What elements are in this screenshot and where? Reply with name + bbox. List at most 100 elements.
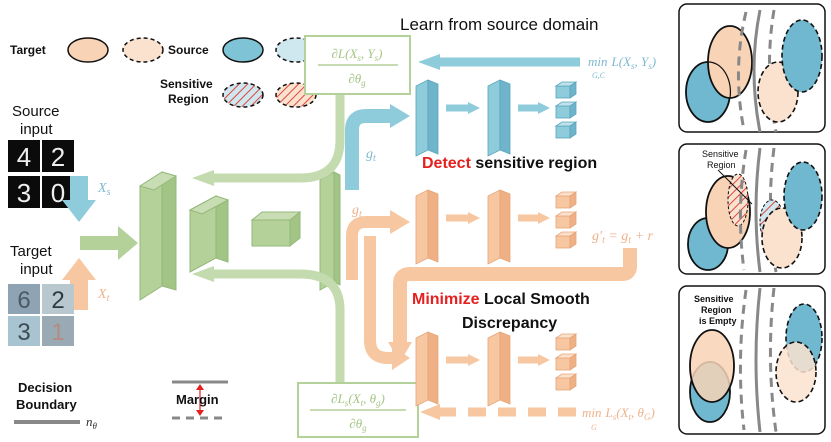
gradient-return-bottom-head — [192, 266, 214, 282]
target-cls-arrow-2-head — [538, 212, 550, 224]
decision-boundary-symbol: nθ — [86, 414, 98, 431]
target-digit: 1 — [51, 319, 64, 346]
panel-sensitive-empty: Sensitive Region is Empty — [678, 285, 826, 435]
gradient-return-top — [214, 62, 345, 183]
min-source-subscript: G,C — [592, 71, 606, 80]
target-classifier — [415, 189, 578, 265]
panel-3-label-line3: is Empty — [699, 316, 737, 326]
source-input-line2: input — [20, 121, 53, 138]
panel-sensitive-region: Sensitive Region — [678, 143, 826, 275]
perturbed-feature-path — [393, 248, 637, 348]
legend-decision-label: Decision — [18, 380, 72, 395]
target-digit-images: 6 2 3 1 — [8, 284, 74, 346]
target-cls-layer-1-side — [427, 189, 439, 263]
source-output-cube — [555, 85, 571, 99]
legend-target-solid — [67, 37, 109, 63]
panel-2-label-pointer — [717, 169, 753, 205]
margin-indicator-top — [196, 384, 204, 390]
gradient-source-denominator: ∂θg — [348, 71, 366, 88]
target-to-bottom-path — [364, 236, 392, 364]
target-output-cube-top — [554, 191, 578, 197]
target-digit: 3 — [17, 319, 30, 346]
source-input-arrow — [62, 176, 96, 222]
encoder-layer-1-front — [139, 171, 163, 301]
perturbed-cls-layer-2 — [487, 331, 501, 407]
panel-1-margin-line — [736, 11, 748, 131]
target-cls-layer-2-side — [499, 189, 511, 263]
source-cls-layer-1 — [415, 79, 429, 157]
panel-2-boundary — [754, 147, 762, 273]
encoder-layer-3-front — [251, 219, 291, 247]
panel-3-target-dashed — [775, 341, 817, 403]
panel-2-source-dashed — [783, 161, 823, 231]
target-output-cube — [555, 215, 571, 229]
encoder-layer-1-top — [138, 171, 178, 191]
source-feature-path-head — [390, 104, 410, 128]
target-output-cube — [555, 235, 571, 249]
merge-arrow — [80, 226, 138, 260]
perturbed-cls-layer-2-side — [499, 331, 511, 405]
encoder-layer-4-side — [333, 171, 341, 286]
perturbed-output-cube — [555, 337, 571, 351]
panel-3-label-line1: Sensitive — [694, 294, 734, 304]
legend-target-label: Target — [10, 43, 46, 57]
target-cls-layer-2 — [487, 189, 501, 265]
legend-sensitive-label: Sensitive — [160, 77, 213, 91]
xs-label: Xs — [97, 181, 111, 198]
source-digit: 4 — [17, 142, 31, 172]
source-cls-layer-1-side — [427, 79, 439, 155]
source-output-cube — [555, 105, 571, 119]
gradient-source-numerator: ∂L(Xs, Ys) — [331, 46, 382, 63]
target-output-cube-top — [554, 211, 578, 217]
target-input-line1: Target — [10, 243, 53, 260]
panel-3-margin-line — [738, 289, 748, 431]
panel-2-sensitive-region — [727, 173, 749, 227]
legend-sensitive-blue — [222, 82, 264, 108]
source-output-cube-top — [554, 81, 578, 87]
encoder-layer-4-front — [319, 171, 335, 291]
source-digit: 2 — [51, 142, 65, 172]
target-digit: 2 — [51, 287, 64, 314]
source-cls-arrow-2-head — [538, 102, 550, 114]
source-digit-image — [8, 176, 40, 208]
panel-3-boundary — [754, 287, 762, 433]
encoder-layer-3-top — [250, 211, 302, 221]
perturbed-output-cube — [555, 377, 571, 391]
minimize-caption-line2: Discrepancy — [462, 315, 557, 332]
panel-2-margin-line — [738, 149, 748, 271]
panel-1-source-dashed — [781, 19, 823, 93]
minimize-caption-line1: Minimize Local Smooth — [412, 291, 590, 308]
panel-1-overlap — [707, 61, 732, 99]
gradient-target-denominator: ∂θg — [349, 416, 367, 433]
target-digit-image — [42, 284, 74, 314]
detect-caption: Detect sensitive region — [422, 155, 597, 172]
source-cls-layer-2 — [487, 79, 501, 157]
legend-source-label: Source — [168, 43, 209, 57]
header-title: Learn from source domain — [400, 15, 598, 34]
source-digit-images: 4 2 3 0 — [8, 140, 74, 208]
source-cls-arrow-1-head — [468, 102, 480, 114]
margin-indicator-bottom — [196, 410, 204, 416]
legend: Target Source Sensitive Region — [10, 37, 317, 108]
source-classifier — [415, 79, 578, 157]
source-output-cube — [555, 125, 571, 139]
gt-source-label: gt — [366, 147, 376, 164]
panel-1-boundary — [752, 9, 762, 133]
source-digit-image — [42, 140, 74, 172]
perturbed-cls-layer-1-side — [427, 331, 439, 405]
panel-2-label-line2: Region — [707, 160, 736, 170]
perturbed-cls-arrow-2-head — [538, 354, 550, 366]
source-cls-layer-2-side — [499, 79, 511, 155]
legend-source-solid — [222, 37, 264, 63]
target-cls-layer-1 — [415, 189, 429, 265]
source-digit-image — [8, 140, 40, 172]
target-loss-arrow-head — [420, 404, 440, 420]
panel-3-target-solid — [689, 329, 735, 403]
legend-target-dashed — [122, 37, 164, 63]
target-digit-image — [8, 284, 40, 314]
gradient-return-bottom — [214, 269, 345, 396]
source-output-cube-top — [554, 101, 578, 107]
perturbed-output-cube-top — [554, 373, 578, 379]
target-cls-arrow-1-head — [468, 212, 480, 224]
